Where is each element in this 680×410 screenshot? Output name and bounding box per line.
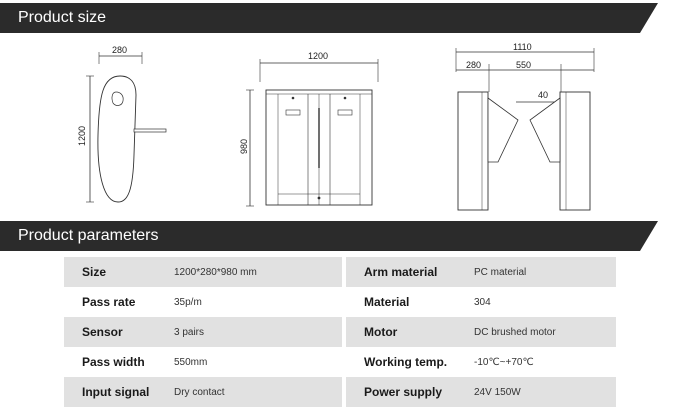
param-value: 3 pairs (174, 317, 342, 347)
param-value: PC material (474, 257, 616, 287)
table-row: Sensor 3 pairs Motor DC brushed motor (64, 317, 616, 347)
top-left-label: 280 (466, 60, 481, 70)
param-label: Sensor (64, 317, 174, 347)
side-view-diagram: 280 1200 (77, 45, 167, 203)
param-label: Power supply (346, 377, 474, 407)
side-width-label: 280 (112, 45, 127, 55)
side-arm (133, 128, 167, 133)
left-wing-flap (487, 97, 519, 163)
top-wing-label: 40 (538, 90, 548, 100)
side-cabinet-outline (97, 75, 137, 203)
param-label: Size (64, 257, 174, 287)
right-cabinet-top (559, 91, 591, 211)
param-label: Material (364, 295, 410, 309)
top-passage-label: 550 (516, 60, 531, 70)
param-value: Dry contact (174, 377, 342, 407)
product-parameters-title: Product parameters (18, 227, 159, 244)
parameters-table: Size 1200*280*980 mm Arm material PC mat… (64, 257, 616, 407)
top-view-diagram: 1110 280 550 40 (455, 42, 595, 211)
card-reader-icon (111, 91, 124, 106)
param-value: -10℃~+70℃ (474, 356, 534, 368)
param-value: 1200*280*980 mm (174, 257, 342, 287)
table-row: Input signal Dry contact Power supply 24… (64, 377, 616, 407)
param-value: 550mm (174, 356, 208, 368)
param-value: 304 (474, 296, 491, 308)
right-reader-slot (337, 109, 353, 116)
param-label: Input signal (64, 377, 174, 407)
table-row: Pass rate 35p/m Material 304 (64, 287, 616, 317)
param-value: DC brushed motor (474, 317, 616, 347)
left-reader-slot (285, 109, 301, 116)
top-total-label: 1110 (513, 42, 532, 52)
param-label: Working temp. (364, 355, 448, 369)
param-label: Pass rate (82, 295, 136, 309)
param-value: 35p/m (174, 296, 202, 308)
right-wing-flap (529, 97, 561, 163)
product-parameters-banner: Product parameters (0, 221, 658, 251)
left-cabinet-top (457, 91, 489, 211)
product-size-title: Product size (18, 9, 107, 26)
front-width-label: 1200 (308, 51, 328, 61)
table-row: Size 1200*280*980 mm Arm material PC mat… (64, 257, 616, 287)
param-value: 24V 150W (474, 377, 616, 407)
front-view-diagram: 1200 980 (239, 51, 379, 207)
side-height-label: 1200 (77, 126, 87, 146)
param-label: Motor (346, 317, 474, 347)
param-label: Pass width (82, 355, 145, 369)
product-size-banner: Product size (0, 3, 658, 33)
table-row: Pass width 550mm Working temp. -10℃~+70℃ (64, 347, 616, 377)
param-label: Arm material (346, 257, 474, 287)
front-height-label: 980 (239, 139, 249, 154)
